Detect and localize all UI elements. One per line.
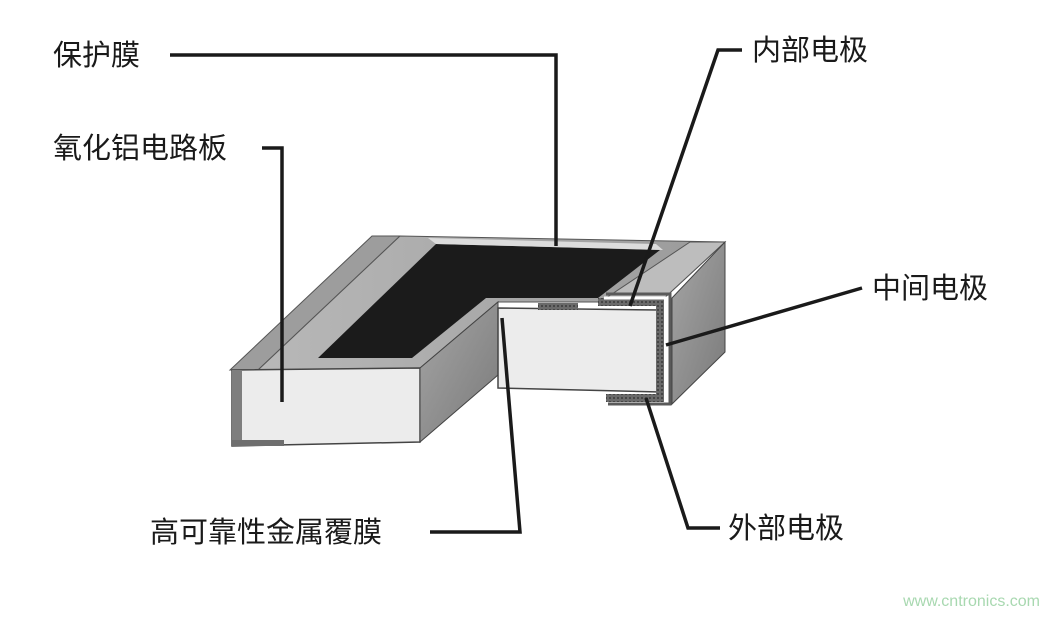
left-end-cap-bottom: [232, 440, 284, 446]
label-inner-electrode: 内部电极: [752, 33, 868, 67]
watermark: www.cntronics.com: [902, 593, 1040, 610]
leader-inner-electrode: [628, 48, 742, 307]
leader-protective-film: [170, 53, 558, 246]
label-alumina-substrate: 氧化铝电路板: [53, 131, 227, 165]
left-front-face: [231, 367, 421, 447]
resistive-film: [318, 244, 660, 358]
chip-resistor: [228, 235, 727, 447]
left-end-cap: [232, 370, 242, 446]
protective-film-rim: [428, 238, 663, 250]
middle-electrode-layer: [604, 296, 668, 402]
label-protective-film: 保护膜: [53, 38, 140, 72]
label-metal-film: 高可靠性金属覆膜: [150, 515, 382, 549]
leader-outer-electrode: [644, 397, 720, 530]
leader-lines: [170, 48, 863, 534]
right-front-face: [497, 307, 661, 393]
leader-middle-electrode: [665, 286, 863, 347]
leader-metal-film: [430, 317, 522, 534]
leader-alumina-substrate: [262, 146, 284, 402]
label-middle-electrode: 中间电极: [872, 271, 988, 305]
metal-film-edge: [538, 303, 578, 310]
label-outer-electrode: 外部电极: [728, 511, 844, 545]
outer-electrode-layer: [606, 292, 672, 406]
right-end-side: [671, 240, 726, 406]
inner-electrode-layer: [598, 298, 664, 402]
